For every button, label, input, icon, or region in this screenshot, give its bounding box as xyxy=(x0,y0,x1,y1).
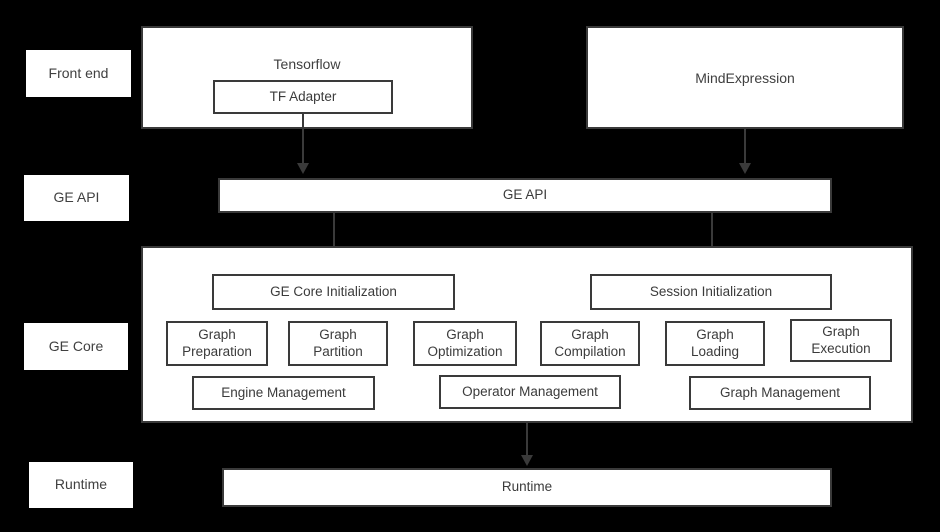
layer-label-runtime: Runtime xyxy=(29,462,133,508)
connector-ge-core-to-runtime-line xyxy=(526,423,528,455)
engine-management-label: Engine Management xyxy=(221,384,346,400)
layer-label-front-end-text: Front end xyxy=(48,64,109,81)
mindexpression-panel[interactable]: MindExpression xyxy=(586,26,904,129)
tf-adapter-label: TF Adapter xyxy=(269,88,337,104)
layer-label-front-end: Front end xyxy=(26,50,131,97)
graph-compilation-label: Graph Compilation xyxy=(554,327,626,359)
graph-execution-label: Graph Execution xyxy=(811,324,871,356)
engine-management-box[interactable]: Engine Management xyxy=(192,376,375,410)
tf-adapter-box[interactable]: TF Adapter xyxy=(213,80,393,114)
connector-mindexpression-to-ge-api-arrowhead xyxy=(739,163,751,174)
ge-core-initialization-label: GE Core Initialization xyxy=(270,283,397,299)
graph-partition-box[interactable]: Graph Partition xyxy=(288,321,388,366)
runtime-bar-label: Runtime xyxy=(501,479,553,495)
graph-loading-label: Graph Loading xyxy=(690,327,740,359)
ge-api-bar-label: GE API xyxy=(502,187,548,203)
session-initialization-label: Session Initialization xyxy=(649,283,773,299)
connector-tf-adapter-to-ge-api-line xyxy=(302,113,304,163)
graph-optimization-box[interactable]: Graph Optimization xyxy=(413,321,517,366)
graph-optimization-label: Graph Optimization xyxy=(427,327,503,359)
mindexpression-panel-title: MindExpression xyxy=(695,70,795,86)
ge-api-bar[interactable]: GE API xyxy=(218,178,832,213)
graph-loading-box[interactable]: Graph Loading xyxy=(665,321,765,366)
layer-label-ge-core-text: GE Core xyxy=(48,337,104,354)
graph-partition-label: Graph Partition xyxy=(313,327,363,359)
graph-preparation-box[interactable]: Graph Preparation xyxy=(166,321,268,366)
layer-label-ge-api: GE API xyxy=(24,175,129,221)
graph-execution-box[interactable]: Graph Execution xyxy=(790,319,892,362)
connector-ge-api-to-session-init-line xyxy=(711,213,713,257)
connector-mindexpression-to-ge-api-line xyxy=(744,129,746,163)
graph-compilation-box[interactable]: Graph Compilation xyxy=(540,321,640,366)
session-initialization-box[interactable]: Session Initialization xyxy=(590,274,832,310)
operator-management-box[interactable]: Operator Management xyxy=(439,375,621,409)
runtime-bar[interactable]: Runtime xyxy=(222,468,832,507)
connector-tf-adapter-to-ge-api-arrowhead xyxy=(297,163,309,174)
layer-label-runtime-text: Runtime xyxy=(54,476,108,493)
tensorflow-panel-title: Tensorflow xyxy=(273,56,341,72)
connector-ge-api-to-ge-core-init-line xyxy=(333,213,335,257)
graph-preparation-label: Graph Preparation xyxy=(182,327,252,359)
graph-management-box[interactable]: Graph Management xyxy=(689,376,871,410)
layer-label-ge-core: GE Core xyxy=(24,323,128,370)
graph-management-label: Graph Management xyxy=(719,384,841,400)
layer-label-ge-api-text: GE API xyxy=(53,189,100,206)
ge-core-initialization-box[interactable]: GE Core Initialization xyxy=(212,274,455,310)
connector-ge-core-to-runtime-arrowhead xyxy=(521,455,533,466)
operator-management-label: Operator Management xyxy=(462,383,598,399)
